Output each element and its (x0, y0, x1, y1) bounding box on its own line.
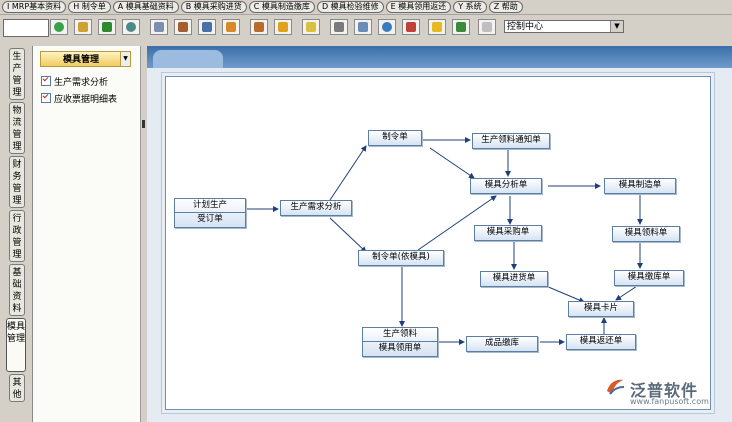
node-finished-stock[interactable]: 成品缴库 (466, 336, 538, 352)
node-plan-production[interactable]: 计划生产 受订单 (174, 198, 246, 228)
control-center-select-value: 控制中心 (507, 22, 544, 32)
tab-production[interactable]: 生产管理 (9, 48, 25, 100)
flow-canvas (165, 76, 711, 410)
bell-icon[interactable] (428, 19, 446, 35)
node-label: 生产领料 (382, 329, 417, 339)
calculator-icon[interactable] (330, 19, 348, 35)
panel-item-label: 生产需求分析 (54, 78, 109, 88)
chat-icon[interactable] (302, 19, 320, 35)
gear-icon[interactable] (122, 19, 140, 35)
menu-mold-manufacture[interactable]: C 模具制造缴库 (248, 1, 315, 13)
module-dropdown-label: 模具管理 (63, 55, 100, 65)
brand-logo: 泛普软件 www.fanpusoft.com (604, 375, 724, 411)
left-panel: 模具管理 ▼ 生产需求分析 应收票据明细表 (32, 46, 141, 422)
control-center-select[interactable]: 控制中心 ▼ (504, 20, 624, 33)
exit-icon[interactable] (452, 19, 470, 35)
menu-mold-inspect[interactable]: D 模具检验维修 (316, 1, 384, 13)
tab-mold-management[interactable]: 模具管理 (6, 318, 26, 372)
import-icon[interactable] (222, 19, 240, 35)
toolbar-input[interactable] (3, 19, 49, 37)
tab-admin[interactable]: 行政管理 (9, 210, 25, 262)
menu-mold-base[interactable]: A 模具基础资料 (112, 1, 179, 13)
panel-splitter[interactable] (140, 46, 147, 422)
monitor-icon[interactable] (198, 19, 216, 35)
node-label: 受订单 (175, 212, 245, 226)
brand-mark-icon (607, 379, 625, 395)
menu-mrp[interactable]: I MRP基本资料 (2, 1, 67, 13)
main-header (147, 46, 732, 68)
node-production-pick[interactable]: 生产领料 模具领用单 (362, 327, 438, 357)
node-demand-analysis[interactable]: 生产需求分析 (280, 200, 352, 216)
node-label: 模具领用单 (363, 341, 437, 355)
home-icon[interactable] (74, 19, 92, 35)
panel-item-receivable-notes[interactable]: 应收票据明细表 (41, 93, 117, 106)
menu-mold-use[interactable]: E 模具领用返还 (385, 1, 452, 13)
menu-order[interactable]: H 制令单 (68, 1, 111, 13)
menu-help[interactable]: Z 帮助 (488, 1, 523, 13)
toolbar: 控制中心 ▼ (0, 17, 732, 39)
book-icon[interactable] (174, 19, 192, 35)
node-mold-manufacture[interactable]: 模具制造单 (604, 178, 676, 194)
collapse-arrow-icon[interactable] (142, 120, 145, 128)
refresh-icon[interactable] (50, 19, 68, 35)
node-mold-card[interactable]: 模具卡片 (568, 301, 634, 317)
tab-basic-data[interactable]: 基础资料 (9, 264, 25, 316)
chevron-down-icon[interactable]: ▼ (610, 21, 623, 32)
copy-icon[interactable] (354, 19, 372, 35)
node-order-by-mold[interactable]: 制令单(依模具) (358, 250, 444, 266)
checkbox-icon (41, 93, 51, 103)
panel-item-demand-analysis[interactable]: 生产需求分析 (41, 76, 108, 89)
tab-other[interactable]: 其他 (9, 374, 25, 402)
package-icon[interactable] (250, 19, 268, 35)
panel-item-label: 应收票据明细表 (54, 95, 118, 105)
vertical-tab-bar: 生产管理 物流管理 财务管理 行政管理 基础资料 模具管理 其他 (0, 46, 30, 422)
node-label: 计划生产 (192, 200, 227, 210)
chevron-down-icon[interactable]: ▼ (120, 52, 130, 66)
header-tab (153, 50, 223, 68)
node-mold-return[interactable]: 模具返还单 (566, 334, 636, 350)
node-mold-stock-in[interactable]: 模具缴库单 (614, 270, 684, 286)
checkbox-icon (41, 76, 51, 86)
check-icon[interactable] (98, 19, 116, 35)
forward-icon[interactable] (274, 19, 292, 35)
node-mold-receiving[interactable]: 模具进货单 (480, 271, 548, 287)
brand-name: 泛普软件 (630, 381, 699, 400)
menu-mold-purchase[interactable]: B 模具采购进货 (180, 1, 247, 13)
users-icon[interactable] (402, 19, 420, 35)
node-pick-notice[interactable]: 生产领料通知单 (472, 133, 550, 149)
module-dropdown[interactable]: 模具管理 ▼ (40, 51, 131, 67)
node-mold-material[interactable]: 模具领料单 (612, 226, 680, 242)
globe-icon[interactable] (378, 19, 396, 35)
menu-system[interactable]: Y 系统 (453, 1, 487, 13)
tab-logistics[interactable]: 物流管理 (9, 102, 25, 154)
node-mold-purchase[interactable]: 模具采购单 (474, 225, 542, 241)
window-icon[interactable] (150, 19, 168, 35)
note-icon[interactable] (478, 19, 496, 35)
node-mold-analysis[interactable]: 模具分析单 (470, 178, 542, 194)
node-order[interactable]: 制令单 (368, 130, 422, 146)
tab-finance[interactable]: 财务管理 (9, 156, 25, 208)
brand-url: www.fanpusoft.com (630, 397, 709, 406)
